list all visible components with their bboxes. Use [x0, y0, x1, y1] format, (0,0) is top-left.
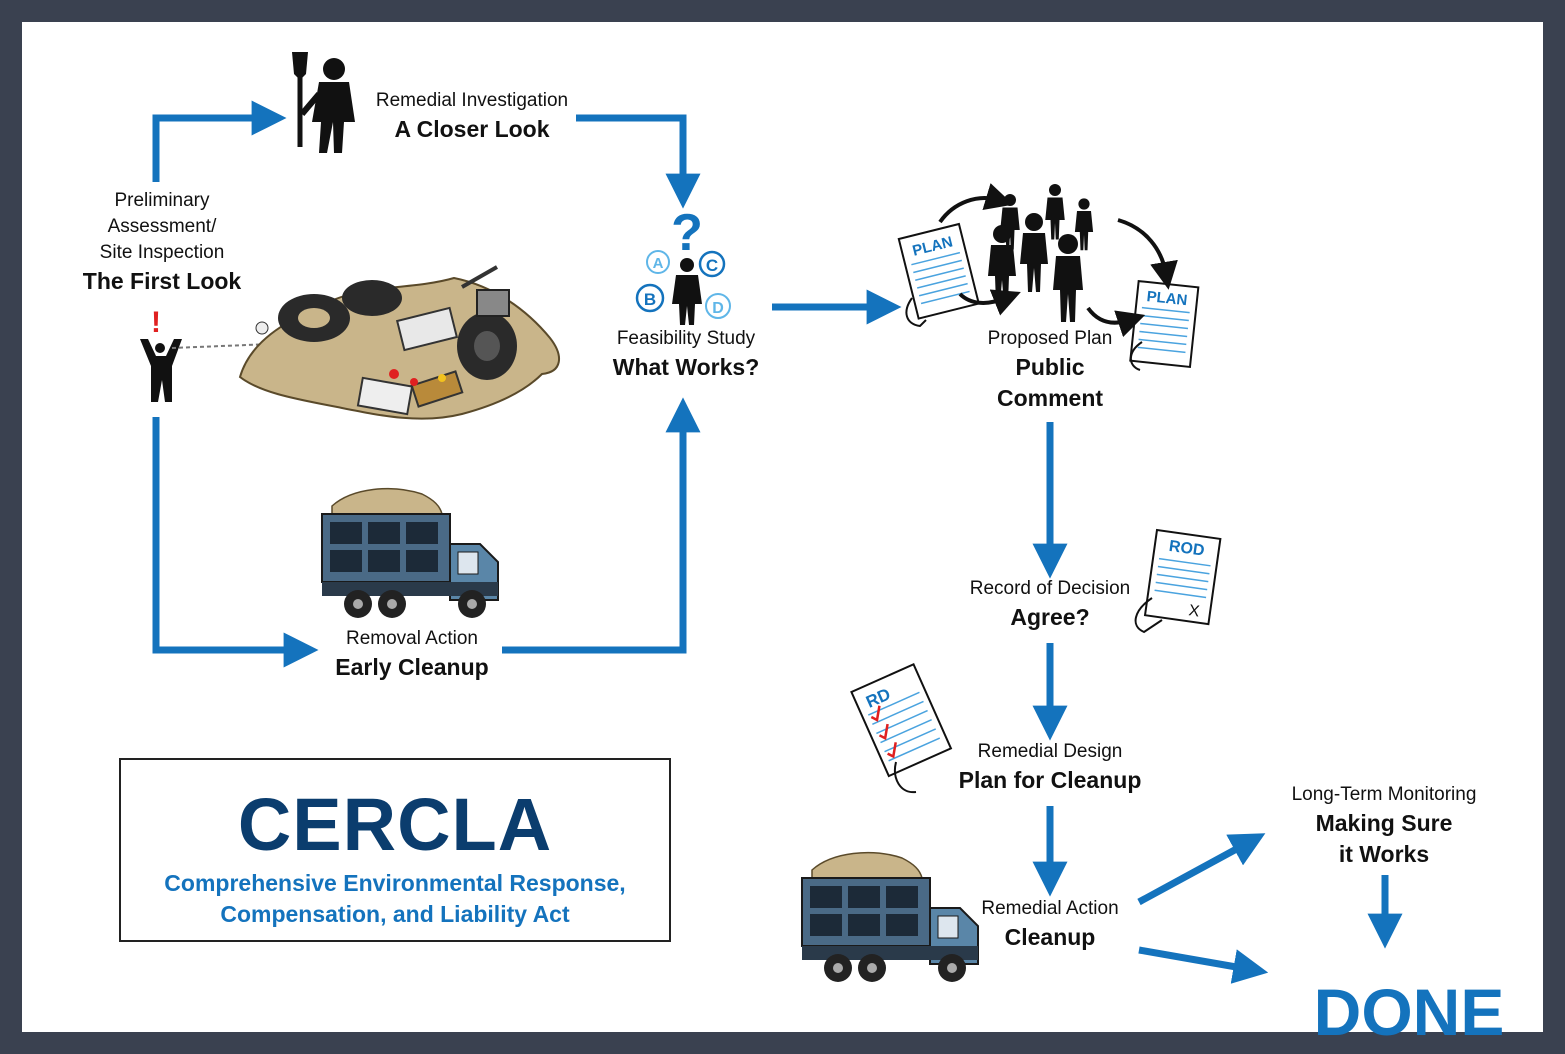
stage-subtitle: Proposed Plan	[987, 328, 1113, 349]
stage-subtitle: Site Inspection	[99, 242, 225, 263]
svg-text:B: B	[644, 290, 656, 309]
stage-title: The First Look	[82, 268, 242, 294]
hand-holding-plan-right-icon	[1129, 341, 1143, 371]
waste-site-junk-pile-icon	[238, 265, 560, 420]
cercla-full-name-line: Comprehensive Environmental Response,	[164, 870, 626, 896]
hand-holding-plan-icon	[905, 297, 927, 328]
stage-proposed-plan: Proposed Plan Public Comment	[960, 326, 1140, 414]
comment-cycle-arrows	[938, 183, 1178, 338]
svg-text:ROD: ROD	[1168, 538, 1206, 560]
cercla-full-name: Comprehensive Environmental Response, Co…	[121, 868, 669, 930]
plan-document-left-icon: PLAN	[897, 222, 980, 320]
stage-title: A Closer Look	[394, 116, 550, 142]
svg-text:!: !	[151, 306, 161, 339]
remedial-design-document-icon: RD	[850, 663, 953, 778]
done-label: DONE	[1313, 975, 1505, 1049]
stage-record-of-decision: Record of Decision Agree?	[950, 576, 1150, 633]
stage-subtitle: Remedial Investigation	[375, 90, 569, 111]
arrow-preliminary-to-removal	[152, 417, 319, 668]
stage-title: Agree?	[1010, 604, 1090, 630]
arrow-preliminary-to-investigation	[152, 100, 287, 182]
stage-title: What Works?	[612, 354, 760, 380]
stage-subtitle: Remedial Action	[981, 898, 1119, 919]
svg-text:C: C	[706, 256, 718, 275]
stage-title: Early Cleanup	[335, 654, 489, 680]
stage-title: Cleanup	[1004, 924, 1096, 950]
feasibility-options-icon: ? A C B D	[635, 204, 731, 325]
stage-removal-action: Removal Action Early Cleanup	[312, 626, 512, 683]
cercla-flow-diagram: ! ? A C B D	[140, 52, 1403, 984]
stage-preliminary-assessment: Preliminary Assessment/ Site Inspection …	[62, 188, 262, 297]
stage-subtitle: Preliminary	[114, 190, 210, 211]
stage-subtitle: Long-Term Monitoring	[1291, 784, 1477, 805]
arrow-investigation-to-feasibility	[576, 114, 701, 209]
stage-remedial-action: Remedial Action Cleanup	[960, 896, 1140, 953]
stage-subtitle: Assessment/	[107, 216, 217, 237]
record-of-decision-document-icon: ROD X	[1143, 528, 1222, 626]
dump-truck-remedial-icon	[801, 851, 979, 982]
stage-title: Comment	[996, 385, 1104, 411]
alert-person-icon: !	[140, 306, 273, 402]
svg-text:PLAN: PLAN	[1146, 288, 1188, 309]
cercla-acronym: CERCLA	[237, 783, 553, 866]
stage-title: Making Sure	[1315, 810, 1453, 836]
cercla-legend-box: CERCLA Comprehensive Environmental Respo…	[119, 758, 671, 942]
stage-title: it Works	[1338, 841, 1430, 867]
svg-text:D: D	[712, 300, 724, 317]
plan-document-right-icon: PLAN	[1129, 280, 1200, 369]
arrow-removal-to-feasibility	[502, 397, 701, 654]
stage-title: Public	[1015, 354, 1085, 380]
svg-text:A: A	[653, 255, 664, 272]
stage-long-term-monitoring: Long-Term Monitoring Making Sure it Work…	[1274, 782, 1494, 870]
public-crowd-icon	[988, 184, 1094, 322]
hand-holding-rd-icon	[894, 761, 917, 794]
stage-subtitle: Remedial Design	[977, 741, 1123, 762]
arrow-action-to-done	[1138, 946, 1269, 984]
stage-subtitle: Record of Decision	[969, 578, 1131, 599]
dump-truck-removal-icon	[321, 487, 499, 618]
arrow-action-to-monitoring	[1137, 833, 1266, 906]
stage-subtitle: Removal Action	[345, 628, 478, 649]
investigator-with-shovel-icon	[292, 52, 355, 153]
stage-remedial-investigation: Remedial Investigation A Closer Look	[352, 88, 592, 145]
hand-signing-rod-icon	[1134, 597, 1163, 634]
stage-title: Plan for Cleanup	[958, 767, 1142, 793]
diagram-frame: ! ? A C B D	[22, 22, 1543, 1049]
stage-remedial-design: Remedial Design Plan for Cleanup	[940, 739, 1160, 796]
cercla-full-name-line: Compensation, and Liability Act	[220, 901, 570, 927]
svg-text:X: X	[1188, 602, 1201, 620]
svg-text:?: ?	[671, 204, 703, 262]
stage-subtitle: Feasibility Study	[616, 328, 756, 349]
stage-feasibility-study: Feasibility Study What Works?	[596, 326, 776, 383]
